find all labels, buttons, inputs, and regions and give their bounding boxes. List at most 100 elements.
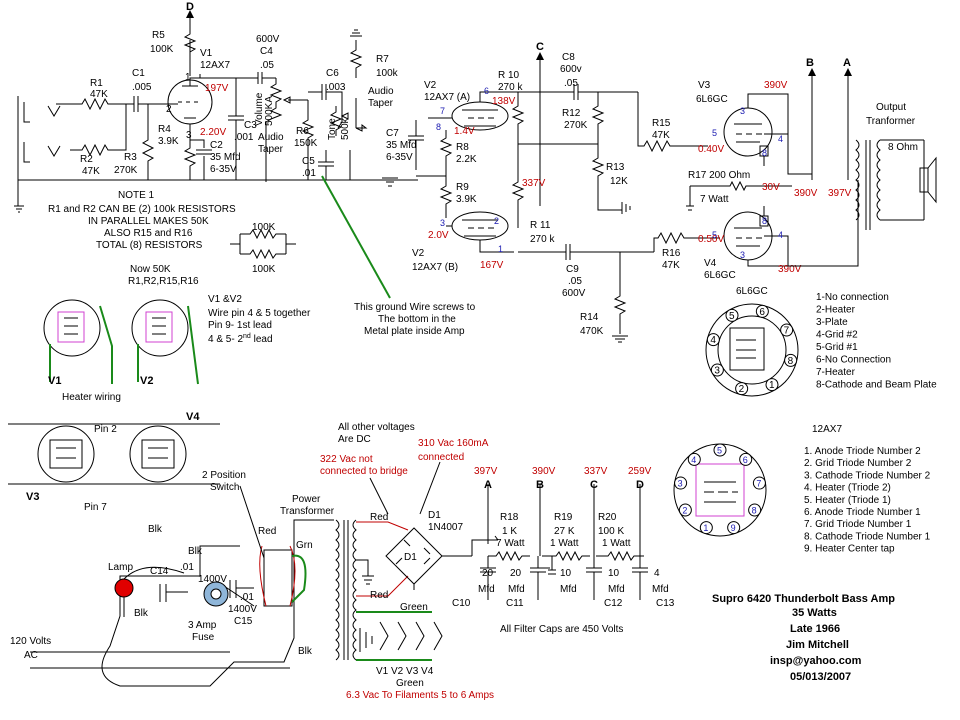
v3-type: 6L6GC (696, 94, 728, 105)
r4-value: 3.9K (158, 136, 179, 147)
pinout-12ax7-item: 5. Heater (Triode 1) (804, 495, 891, 506)
pinout-6l6-title: 6L6GC (736, 286, 768, 297)
output-transformer-label-2: Tranformer (866, 116, 916, 127)
r3-resistor (141, 104, 155, 180)
r13-label: R13 (606, 162, 625, 173)
tone-taper: Taper (368, 98, 394, 109)
output-transformer-label: Output (876, 102, 906, 113)
r2-value: 47K (82, 166, 100, 177)
c4-voltage: 600V (256, 34, 280, 45)
filter-chain (471, 484, 648, 600)
v1-tube (164, 40, 213, 140)
c5-value: .01 (302, 168, 316, 179)
c13-value: 4 (654, 568, 660, 579)
pinout-12ax7-diagram (673, 443, 767, 537)
tone-label: Tone (327, 118, 338, 140)
c7-capacitor (382, 120, 424, 187)
r15-label: R15 (652, 118, 671, 129)
c15-value: .01 (240, 592, 254, 603)
primary-green-label: Grn (296, 540, 313, 551)
c9-label: C9 (566, 264, 579, 275)
power-transformer (335, 519, 432, 661)
v2a-plate-voltage: 138V (492, 96, 516, 107)
heater-wiring-v1-v2 (43, 299, 199, 385)
c10-label: C10 (452, 598, 471, 609)
title-line-3: Late 1966 (790, 623, 840, 635)
c14-label: C14 (150, 566, 169, 577)
pin-circle (752, 476, 766, 490)
switch-label-1: 2 Position (202, 470, 246, 481)
v2b-tube (446, 211, 514, 253)
v4-pin5: 5 (712, 230, 717, 240)
output-transformer (787, 68, 937, 267)
pin-circle (687, 452, 701, 466)
c12b-value: 10 (608, 568, 620, 579)
r10-value: 270 k (498, 82, 523, 93)
fuse-label-2: Fuse (192, 632, 215, 643)
v3-grid-voltage: 0.40V (698, 144, 724, 155)
pin-number: 8 (788, 356, 794, 367)
c6-value: .003 (326, 82, 346, 93)
pin-circle (784, 353, 798, 367)
r11-label: R 11 (530, 220, 551, 231)
primary-wiring (30, 485, 334, 687)
secondary-red-top: Red (370, 512, 388, 523)
primary-black-2: Blk (188, 546, 203, 557)
pinout-12ax7-item: 3. Cathode Triode Number 2 (804, 470, 931, 481)
c11-label: C11 (506, 598, 524, 609)
pin-number: 8 (752, 506, 757, 516)
r18-power: 7 Watt (496, 538, 525, 549)
r15-value: 47K (652, 130, 670, 141)
r1-value: 47K (90, 89, 108, 100)
primary-red-label: Red (258, 526, 276, 537)
v2a-type: 12AX7 (A) (424, 92, 470, 103)
r14-value: 470K (580, 326, 604, 337)
v4-grid-voltage: 0.50V (698, 234, 724, 245)
d-rail-label: D (186, 1, 194, 13)
pin-number: 6 (743, 455, 748, 465)
a-rail-label: A (843, 57, 851, 69)
d1-label: D1 (428, 510, 441, 521)
c9-voltage: 600V (562, 288, 586, 299)
pin-circle (755, 304, 769, 318)
r4-c2-cathode (183, 139, 212, 180)
parallel-r-top: 100K (252, 222, 276, 233)
vac-note-2: connected to bridge (320, 466, 408, 477)
filter-caps-note: All Filter Caps are 450 Volts (500, 624, 623, 635)
c8-voltage: 600v (560, 64, 582, 75)
r9-label: R9 (456, 182, 469, 193)
title-block: Supro 6420 Thunderbolt Bass Amp 35 Watts… (712, 593, 895, 683)
c2-value: 35 Mfd (210, 152, 241, 163)
pin-circle (748, 503, 762, 517)
r19-label: R19 (554, 512, 573, 523)
v1-plate-voltage: 197V (205, 83, 229, 94)
switch-label-2: Switch (210, 482, 239, 493)
pin-number: 2 (739, 384, 745, 395)
v4-plate-voltage: 390V (778, 264, 802, 275)
v4-pin4: 4 (778, 230, 783, 240)
c7-label: C7 (386, 128, 399, 139)
pinout-12ax7-item: 6. Anode Triode Number 1 (804, 507, 921, 518)
r5-value: 100K (150, 44, 174, 55)
filter-a-label: A (484, 479, 492, 491)
heater-v3-label: V3 (26, 491, 39, 503)
pin-circle (678, 503, 692, 517)
title-line-5: insp@yahoo.com (770, 655, 862, 667)
heater-wiring-label: Heater wiring (62, 392, 121, 403)
c2-label: C2 (210, 140, 223, 151)
r19-value: 27 K (554, 526, 575, 537)
pin-circle (706, 333, 720, 347)
v2a-tube (428, 91, 509, 131)
title-line-1: Supro 6420 Thunderbolt Bass Amp (712, 593, 895, 605)
c10-value: 20 (482, 568, 494, 579)
r7-label: R7 (376, 54, 389, 65)
v3-plate-voltage: 390V (764, 80, 788, 91)
pin-circle (713, 443, 727, 457)
pin-circle (765, 378, 779, 392)
c5-label: C5 (302, 156, 315, 167)
v2b-pin3: 3 (440, 218, 445, 228)
vac-note-4: connected (418, 452, 464, 463)
filament-windings (359, 621, 443, 652)
pinout-6l6-item: 2-Heater (816, 305, 856, 316)
